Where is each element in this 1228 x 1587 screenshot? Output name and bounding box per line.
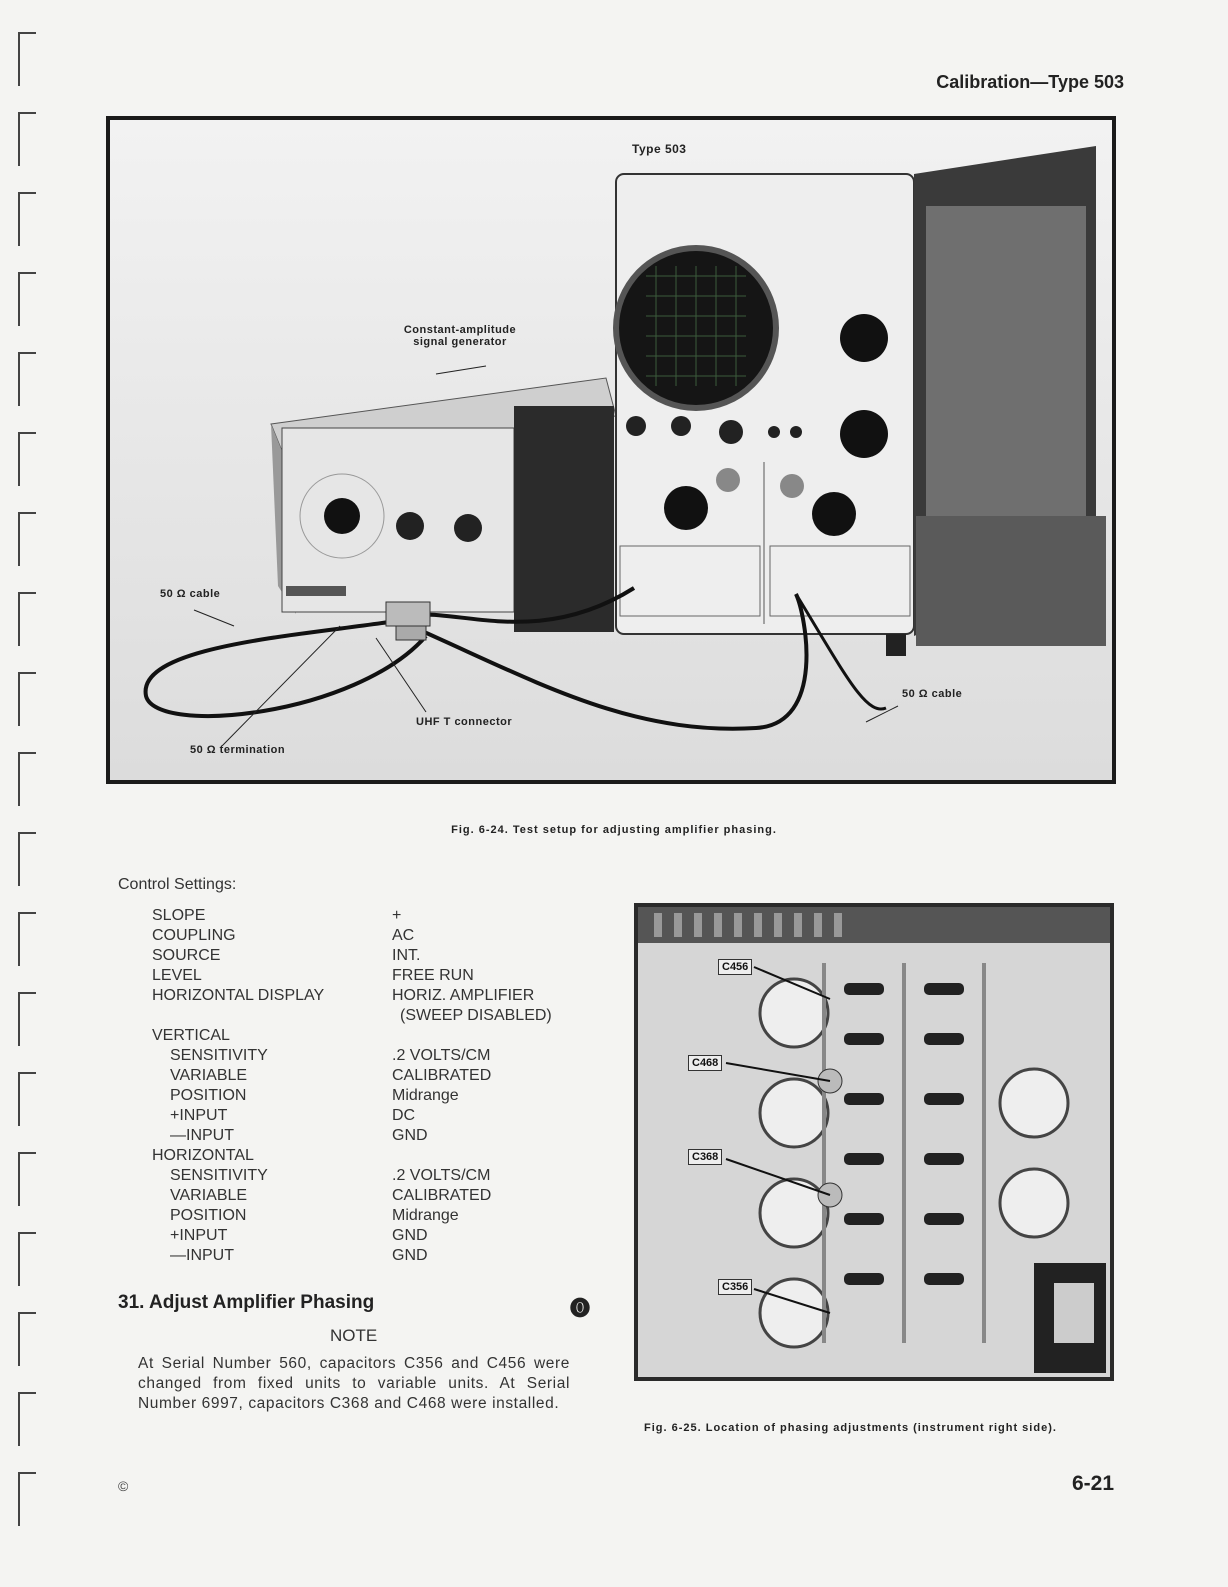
note-title: NOTE (330, 1326, 378, 1345)
label-signal-generator: Constant-amplitude signal generator (403, 324, 517, 348)
setting-value: .2 VOLTS/CM (392, 1047, 491, 1064)
phasing-adjustments-photo: C456 C468 C368 C356 (634, 903, 1114, 1381)
setting-key: +INPUT (170, 1227, 228, 1244)
setting-key: HORIZONTAL DISPLAY (152, 987, 325, 1004)
label-type-503: Type 503 (632, 142, 687, 156)
setting-key: POSITION (170, 1207, 247, 1224)
setting-key: SENSITIVITY (170, 1167, 268, 1184)
setting-value: AC (392, 927, 415, 944)
figure-6-25-caption: Fig. 6-25. Location of phasing adjustmen… (644, 1422, 1057, 1434)
setting-group-vertical: VERTICAL (152, 1027, 230, 1044)
setting-value: + (392, 907, 402, 924)
section-title: 31. Adjust Amplifier Phasing (118, 1292, 375, 1313)
setting-value: GND (392, 1127, 428, 1144)
test-setup-photo: Type 503 Constant-amplitude signal gener… (106, 116, 1116, 784)
label-termination: 50 Ω termination (190, 744, 286, 756)
setting-key: VARIABLE (170, 1067, 248, 1084)
setting-key: SENSITIVITY (170, 1047, 268, 1064)
setting-key: SLOPE (152, 907, 206, 924)
setting-value: CALIBRATED (392, 1187, 492, 1204)
setting-value: HORIZ. AMPLIFIER (SWEEP DISABLED) (392, 986, 552, 1026)
setting-value: .2 VOLTS/CM (392, 1167, 491, 1184)
setting-value: DC (392, 1107, 416, 1124)
note-text: At Serial Number 560, capacitors C356 an… (138, 1355, 570, 1412)
setting-value: Midrange (392, 1207, 459, 1224)
label-c356: C356 (718, 1279, 753, 1295)
page-number: 6-21 (1071, 1472, 1114, 1495)
setting-key: POSITION (170, 1087, 247, 1104)
control-settings-title: Control Settings: (118, 876, 237, 893)
setting-key: LEVEL (152, 967, 202, 984)
setting-value: FREE RUN (392, 967, 474, 984)
section-heading: 31. Adjust Amplifier Phasing ⓿ (118, 1292, 594, 1320)
setting-key: COUPLING (152, 927, 236, 944)
label-c456: C456 (718, 959, 753, 975)
page-header: Calibration—Type 503 (936, 72, 1124, 92)
setting-key: VARIABLE (170, 1187, 248, 1204)
setting-value: Midrange (392, 1087, 459, 1104)
label-c368: C368 (688, 1149, 723, 1165)
label-cable-left: 50 Ω cable (160, 588, 221, 600)
label-cable-right: 50 Ω cable (902, 688, 963, 700)
setting-value: INT. (392, 947, 421, 964)
setting-value-line1: HORIZ. AMPLIFIER (392, 987, 535, 1004)
setting-key: +INPUT (170, 1107, 228, 1124)
label-uhf-connector: UHF T connector (416, 716, 513, 728)
binder-holes (0, 0, 40, 1587)
setting-value: GND (392, 1227, 428, 1244)
label-c468: C468 (688, 1055, 723, 1071)
setting-key: SOURCE (152, 947, 221, 964)
copyright-mark: © (118, 1478, 129, 1494)
setting-value-line2: (SWEEP DISABLED) (400, 1007, 552, 1024)
setting-value: GND (392, 1247, 428, 1264)
figure-6-24-caption: Fig. 6-24. Test setup for adjusting ampl… (451, 824, 777, 836)
setting-key: —INPUT (170, 1247, 234, 1264)
setting-key: —INPUT (170, 1127, 234, 1144)
setting-value: CALIBRATED (392, 1067, 492, 1084)
setting-group-horizontal: HORIZONTAL (152, 1147, 254, 1164)
step-marker-icon: ⓿ (570, 1298, 590, 1320)
